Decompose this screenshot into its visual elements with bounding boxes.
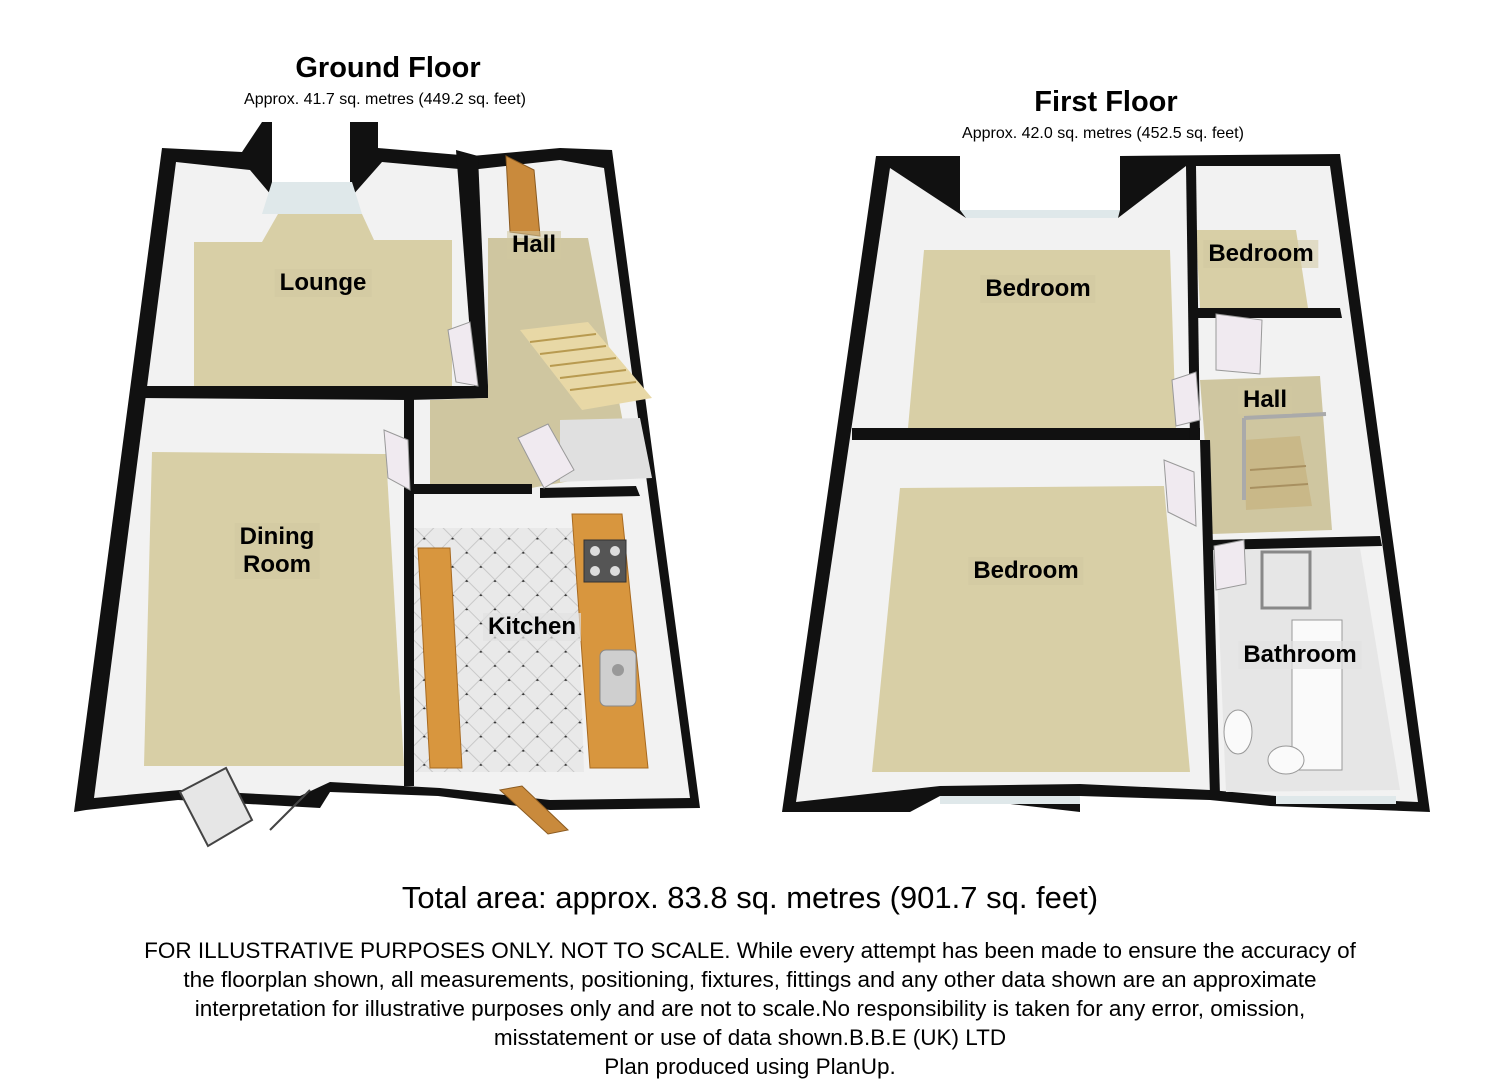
kitchen-island-worktop bbox=[417, 547, 463, 769]
first-stairs bbox=[1242, 412, 1327, 510]
bedroom-3-door bbox=[1215, 313, 1263, 375]
first-floor-area: Approx. 42.0 sq. metres (452.5 sq. feet) bbox=[962, 125, 1244, 142]
bedroom-2-floor bbox=[872, 486, 1190, 772]
dining-room-label-line1: Dining bbox=[239, 523, 315, 550]
bedroom-1-door bbox=[1171, 371, 1201, 427]
ground-hall-label: Hall bbox=[506, 231, 562, 259]
towel-rail-icon bbox=[1260, 550, 1312, 610]
ground-stairs bbox=[520, 322, 652, 410]
bathroom-door bbox=[1213, 539, 1247, 591]
dining-door bbox=[383, 429, 411, 491]
disclaimer-line: interpretation for illustrative purposes… bbox=[194, 996, 1306, 1021]
bedroom-2-door bbox=[1163, 459, 1197, 527]
disclaimer-line: misstatement or use of data shown.B.B.E … bbox=[493, 1025, 1007, 1050]
bedroom-1-floor bbox=[908, 250, 1176, 428]
bathroom-top-wall bbox=[1210, 536, 1382, 550]
bedroom-3-wall bbox=[1186, 166, 1200, 440]
ground-floor-title: Ground Floor bbox=[295, 52, 481, 84]
lounge-floor bbox=[194, 214, 452, 386]
kitchen-top-wall bbox=[414, 484, 532, 494]
disclaimer-line: the floorplan shown, all measurements, p… bbox=[183, 967, 1317, 992]
lounge-door bbox=[447, 321, 479, 387]
first-floor-title: First Floor bbox=[1034, 86, 1178, 118]
sink-icon bbox=[599, 649, 637, 707]
bedroom-2-right-wall bbox=[1200, 440, 1220, 796]
first-hall-label: Hall bbox=[1237, 386, 1293, 414]
disclaimer: FOR ILLUSTRATIVE PURPOSES ONLY. NOT TO S… bbox=[20, 936, 1480, 1081]
disclaimer-line: Plan produced using PlanUp. bbox=[604, 1054, 896, 1079]
toilet-icon bbox=[1223, 709, 1253, 755]
lounge-label: Lounge bbox=[274, 269, 372, 297]
ground-floor-plan bbox=[74, 122, 700, 848]
patio-door bbox=[178, 766, 254, 848]
kitchen-door bbox=[517, 423, 575, 489]
total-area: Total area: approx. 83.8 sq. metres (901… bbox=[401, 880, 1099, 915]
hall-inner-wall bbox=[456, 150, 488, 386]
bedroom-2-window bbox=[940, 796, 1080, 804]
bedroom-3-label: Bedroom bbox=[1203, 240, 1319, 268]
kitchen-label: Kitchen bbox=[482, 613, 582, 641]
dining-room-label-line2: Room bbox=[243, 551, 311, 578]
disclaimer-line: FOR ILLUSTRATIVE PURPOSES ONLY. NOT TO S… bbox=[144, 938, 1356, 963]
bedroom-1-window bbox=[960, 210, 1120, 218]
dining-room-label: Dining Room bbox=[234, 523, 320, 579]
lounge-bay-window bbox=[262, 182, 362, 214]
bathroom-label: Bathroom bbox=[1238, 641, 1362, 669]
dining-room-floor bbox=[144, 452, 404, 766]
first-floor-plan bbox=[782, 154, 1430, 812]
bedroom-divider-wall bbox=[852, 428, 1200, 440]
bedroom-3-lower-wall bbox=[1196, 308, 1342, 318]
hob-icon bbox=[583, 539, 627, 583]
dining-kitchen-wall bbox=[404, 398, 414, 786]
kitchen-top-wall-2 bbox=[540, 486, 640, 498]
under-stairs-cupboard bbox=[560, 418, 652, 482]
bedroom-2-label: Bedroom bbox=[968, 557, 1084, 585]
bedroom-1-label: Bedroom bbox=[980, 275, 1096, 303]
back-door bbox=[498, 785, 570, 835]
dining-door-swing bbox=[269, 789, 311, 831]
lounge-dining-wall bbox=[140, 386, 488, 400]
bathroom-window bbox=[1276, 796, 1396, 804]
basin-icon bbox=[1267, 745, 1305, 775]
ground-floor-area: Approx. 41.7 sq. metres (449.2 sq. feet) bbox=[244, 91, 526, 108]
